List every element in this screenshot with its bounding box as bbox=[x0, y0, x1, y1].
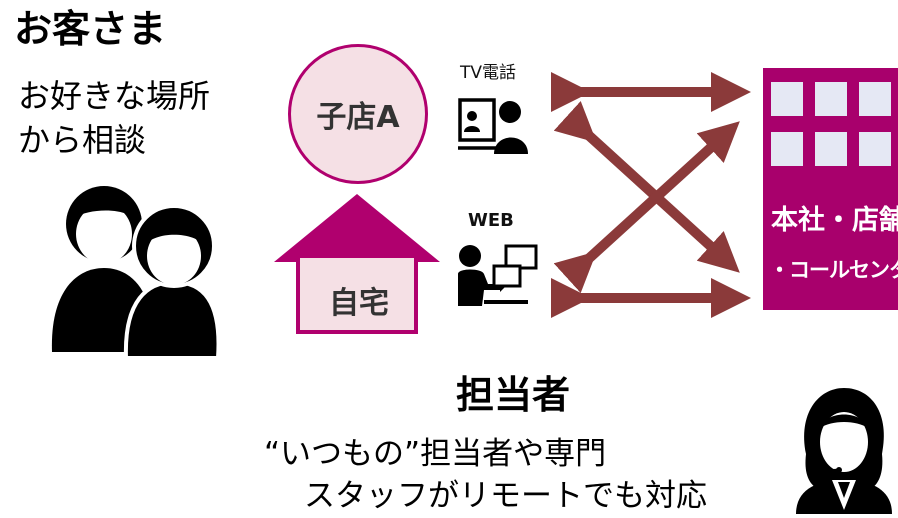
home-label: 自宅 bbox=[329, 286, 389, 321]
arrow-diagonal-up bbox=[553, 121, 740, 293]
house-icon bbox=[274, 194, 440, 334]
staff-desc-line1: “いつもの”担当者や専門 bbox=[264, 436, 607, 472]
building-windows bbox=[771, 82, 891, 166]
customer-desc-line2: から相談 bbox=[18, 121, 147, 159]
branch-label: 子店A bbox=[316, 100, 400, 135]
hq-label-line2: ・コールセンター bbox=[769, 258, 898, 282]
customer-desc-line1: お好きな場所 bbox=[18, 77, 211, 115]
web-label: WEB bbox=[468, 210, 514, 231]
staff-desc-line2: スタッフがリモートでも対応 bbox=[304, 478, 707, 514]
web-chat-icon bbox=[458, 244, 538, 306]
hq-label-line1: 本社・店舗 bbox=[771, 205, 898, 236]
headset-operator-icon bbox=[796, 388, 892, 514]
two-people-icon bbox=[51, 186, 221, 360]
customer-title: お客さま bbox=[14, 7, 167, 51]
video-call-icon bbox=[458, 98, 528, 154]
tv-phone-label: TV電話 bbox=[460, 63, 517, 83]
branch-circle: 子店A bbox=[288, 44, 428, 184]
staff-title: 担当者 bbox=[456, 373, 571, 417]
customer-description: お好きな場所 から相談 bbox=[18, 74, 210, 162]
